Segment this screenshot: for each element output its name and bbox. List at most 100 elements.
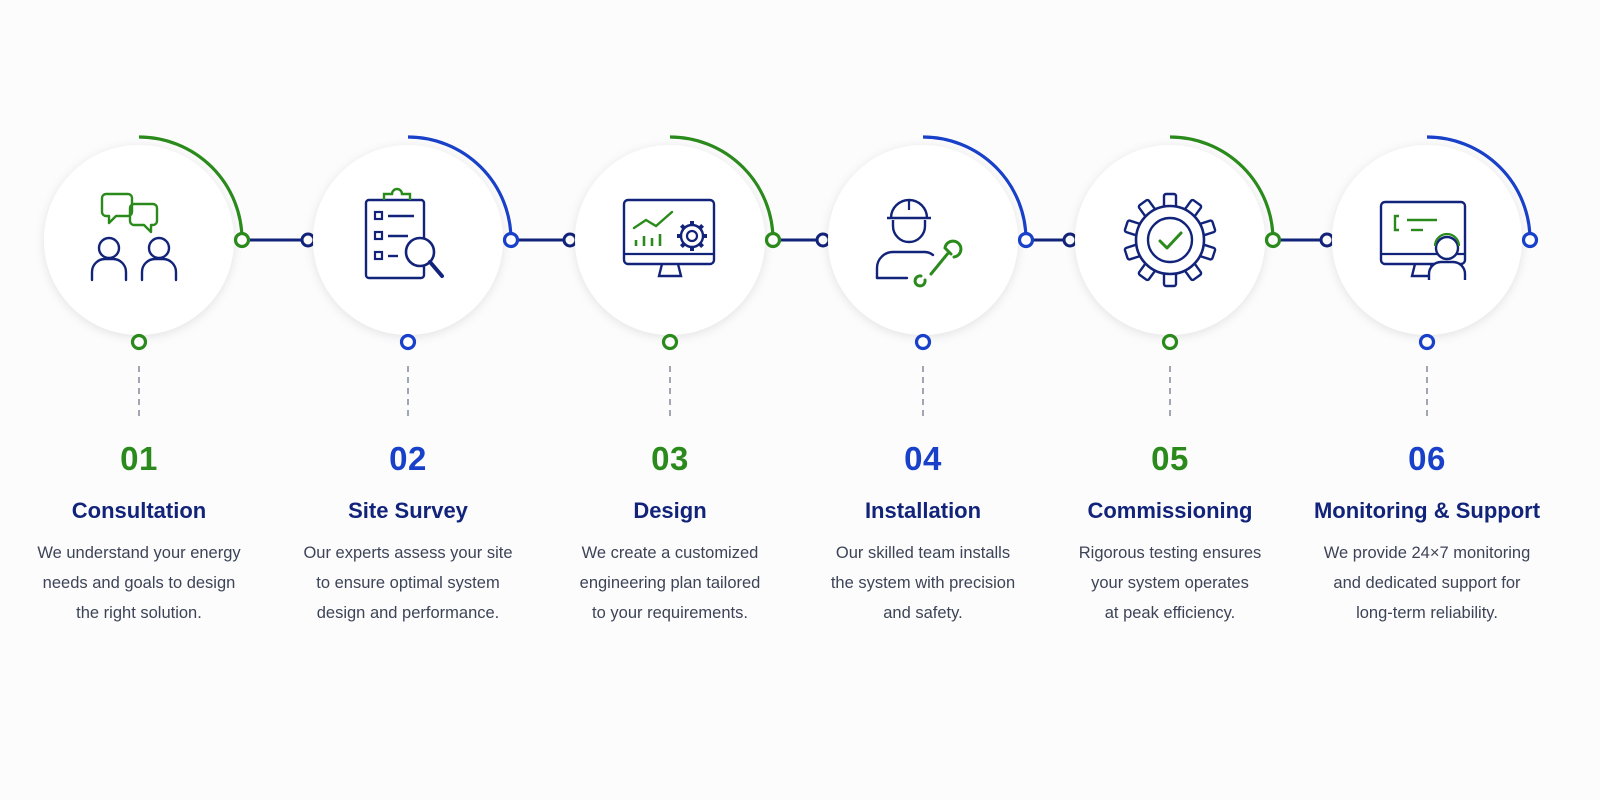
step-description-line: the right solution. (76, 604, 202, 622)
code-bracket (1393, 214, 1399, 232)
step-description: Rigorous testing ensures your system oper… (1055, 538, 1285, 628)
step-description-line: at peak efficiency. (1104, 604, 1236, 622)
step-description-line: design and performance. (316, 604, 500, 622)
step-description: We create a customized engineering plan t… (555, 538, 785, 628)
step-right-node (1521, 231, 1539, 249)
step-bottom-node (399, 333, 417, 351)
step-description-line: your system operates (1091, 574, 1249, 592)
step-description-line: Rigorous testing ensures (1078, 544, 1262, 562)
checkbox-1 (373, 210, 384, 221)
person-right-body (140, 257, 178, 282)
chat-bubble-left (100, 192, 134, 225)
monitor (622, 198, 716, 266)
person-left-body (90, 257, 128, 282)
step-circle (1332, 145, 1522, 335)
step-description: We understand your energy needs and goals… (24, 538, 254, 628)
step-description-line: the system with precision (830, 574, 1016, 592)
step-description-line: and dedicated support for (1333, 574, 1521, 592)
step-description-line: needs and goals to design (42, 574, 236, 592)
monitor (1379, 200, 1467, 266)
step-description-line: and safety. (883, 604, 963, 622)
step-title: Monitoring & Support (1313, 498, 1541, 523)
step-circle (575, 145, 765, 335)
step-description: Our experts assess your site to ensure op… (293, 538, 523, 628)
step-description: We provide 24×7 monitoring and dedicated … (1312, 538, 1542, 628)
step-description-line: engineering plan tailored (579, 574, 761, 592)
step-bottom-node (914, 333, 932, 351)
agent-head (1434, 235, 1460, 261)
gear (677, 221, 707, 251)
step-accent-arc (407, 135, 513, 241)
step-accent-arc (669, 135, 775, 241)
chat-bubble-right (128, 202, 159, 234)
worker-body (875, 250, 935, 280)
monitor-chart-gear-icon (622, 198, 716, 278)
headset (1433, 232, 1461, 247)
step-description-line: We provide 24×7 monitoring (1323, 544, 1531, 562)
step-description-line: long-term reliability. (1356, 604, 1498, 622)
checkbox-3 (373, 250, 384, 261)
step-accent-arc (138, 135, 244, 241)
step-description-line: Our skilled team installs (835, 544, 1011, 562)
clipboard-search-icon (364, 187, 444, 280)
gear-body (1134, 204, 1206, 276)
step-description-line: We create a customized (581, 544, 759, 562)
wrench (913, 239, 963, 288)
consultation-icon (90, 192, 178, 282)
step-right-node (764, 231, 782, 249)
step-title: Consultation (71, 498, 207, 523)
step-description: Our skilled team installs the system with… (808, 538, 1038, 628)
gear-hub (685, 229, 699, 243)
clipboard-clip (382, 187, 412, 200)
step-bottom-node (1161, 333, 1179, 351)
step-right-node (233, 231, 251, 249)
step-description-line: to ensure optimal system (316, 574, 500, 592)
magnifier-handle (428, 260, 444, 278)
monitor-stand (657, 263, 683, 278)
check-mark (1158, 231, 1183, 250)
gear-check-icon (1123, 192, 1217, 288)
step-circle (828, 145, 1018, 335)
step-accent-arc (922, 135, 1028, 241)
step-number: 01 (120, 440, 158, 477)
worker-wrench-icon (875, 198, 963, 288)
monitor-support-icon (1379, 200, 1467, 280)
magnifier-lens (404, 236, 436, 268)
step-accent-arc (1169, 135, 1275, 241)
step-title: Commissioning (1087, 498, 1253, 523)
step-number: 06 (1408, 440, 1446, 477)
step-number: 05 (1151, 440, 1189, 477)
step-title: Installation (864, 498, 982, 523)
step-circle (313, 145, 503, 335)
step-title: Site Survey (348, 498, 468, 523)
step-bottom-node (1418, 333, 1436, 351)
trend-line (632, 210, 674, 230)
step-number: 02 (389, 440, 427, 477)
worker-face (891, 220, 927, 244)
step-accent-arc (1426, 135, 1532, 241)
step-right-node (502, 231, 520, 249)
step-bottom-node (661, 333, 679, 351)
step-bottom-node (130, 333, 148, 351)
agent-body (1427, 260, 1467, 280)
step-description-line: to your requirements. (592, 604, 748, 622)
step-right-node (1264, 231, 1282, 249)
gear-inner-ring (1146, 216, 1194, 264)
step-title: Design (633, 498, 707, 523)
gear-body (679, 223, 705, 249)
step-description-line: We understand your energy (37, 544, 241, 562)
step-number: 04 (904, 440, 942, 477)
step-right-node (1017, 231, 1035, 249)
step-description-line: Our experts assess your site (303, 544, 513, 562)
step-circle (44, 145, 234, 335)
step-number: 03 (651, 440, 689, 477)
checkbox-2 (373, 230, 384, 241)
